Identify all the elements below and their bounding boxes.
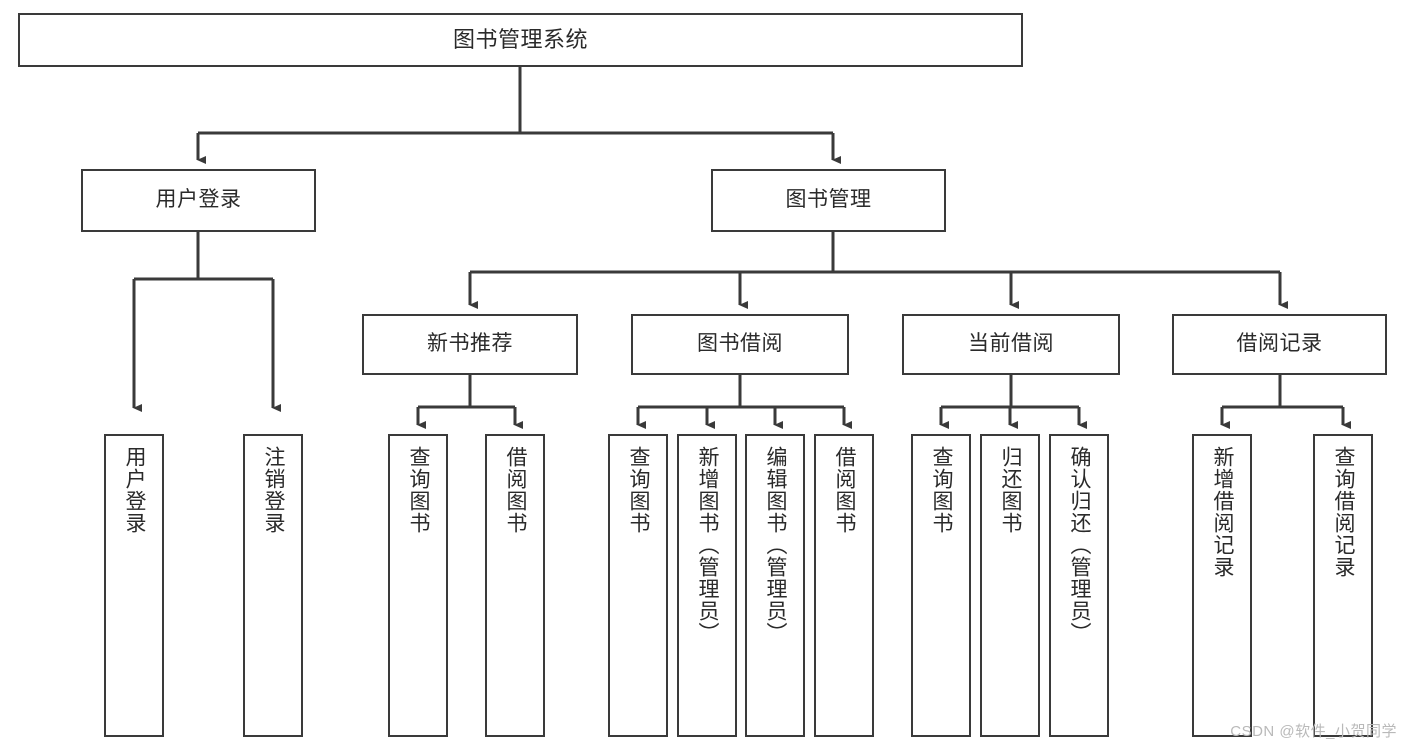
node-leaf-user-login-label: 用户登录 <box>123 446 147 534</box>
node-leaf-query-record-label: 查询借阅记录 <box>1332 446 1356 578</box>
node-leaf-user-login[interactable]: 用户登录 <box>104 434 164 737</box>
node-leaf-query-book-3[interactable]: 查询图书 <box>911 434 971 737</box>
node-leaf-add-book-label: 新增图书（管理员） <box>696 446 720 644</box>
node-borrow-record[interactable]: 借阅记录 <box>1172 314 1387 375</box>
node-borrow-record-label: 借阅记录 <box>1236 332 1323 356</box>
node-leaf-return-book-label: 归还图书 <box>999 446 1023 534</box>
node-new-book-recommend[interactable]: 新书推荐 <box>362 314 578 375</box>
node-book-borrow[interactable]: 图书借阅 <box>631 314 849 375</box>
node-leaf-borrow-book-2-label: 借阅图书 <box>833 446 857 534</box>
node-leaf-query-book-2[interactable]: 查询图书 <box>608 434 668 737</box>
node-book-borrow-label: 图书借阅 <box>697 332 783 356</box>
node-new-book-recommend-label: 新书推荐 <box>427 332 513 356</box>
node-leaf-query-book-1-label: 查询图书 <box>407 446 431 534</box>
node-leaf-query-book-3-label: 查询图书 <box>930 446 954 534</box>
node-leaf-edit-book[interactable]: 编辑图书（管理员） <box>745 434 805 737</box>
node-book-management[interactable]: 图书管理 <box>711 169 946 232</box>
node-leaf-borrow-book-1-label: 借阅图书 <box>504 446 528 534</box>
node-leaf-edit-book-label: 编辑图书（管理员） <box>764 446 788 644</box>
node-leaf-return-book[interactable]: 归还图书 <box>980 434 1040 737</box>
node-root[interactable]: 图书管理系统 <box>18 13 1023 67</box>
node-book-management-label: 图书管理 <box>785 188 872 212</box>
node-current-borrow-label: 当前借阅 <box>968 332 1054 356</box>
node-leaf-query-book-1[interactable]: 查询图书 <box>388 434 448 737</box>
node-current-borrow[interactable]: 当前借阅 <box>902 314 1120 375</box>
node-user-login-label: 用户登录 <box>155 188 242 212</box>
node-leaf-confirm-return-label: 确认归还（管理员） <box>1068 446 1092 644</box>
node-leaf-add-book[interactable]: 新增图书（管理员） <box>677 434 737 737</box>
node-leaf-borrow-book-1[interactable]: 借阅图书 <box>485 434 545 737</box>
node-root-label: 图书管理系统 <box>452 27 588 53</box>
watermark-text: CSDN @软件_小贺同学 <box>1230 723 1397 740</box>
node-leaf-query-book-2-label: 查询图书 <box>627 446 651 534</box>
node-leaf-add-record[interactable]: 新增借阅记录 <box>1192 434 1252 737</box>
node-user-login[interactable]: 用户登录 <box>81 169 316 232</box>
node-leaf-query-record[interactable]: 查询借阅记录 <box>1313 434 1373 737</box>
node-leaf-add-record-label: 新增借阅记录 <box>1211 446 1235 578</box>
node-leaf-borrow-book-2[interactable]: 借阅图书 <box>814 434 874 737</box>
node-leaf-logout-login[interactable]: 注销登录 <box>243 434 303 737</box>
node-leaf-confirm-return[interactable]: 确认归还（管理员） <box>1049 434 1109 737</box>
node-leaf-logout-login-label: 注销登录 <box>262 446 286 534</box>
